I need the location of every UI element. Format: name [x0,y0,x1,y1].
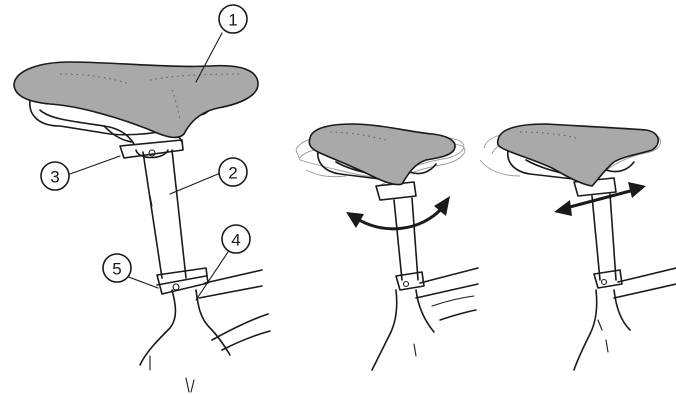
tilt-arrow [346,196,450,229]
frame [140,270,270,392]
callout-2-label: 2 [228,164,237,183]
callout-1: 1 [219,5,247,33]
tilt-adjustment-panel [296,124,478,370]
callout-2: 2 [219,158,247,186]
seatpost [143,150,186,278]
callout-4-label: 4 [231,231,240,250]
fore-aft-arrow [554,182,646,216]
fore-aft-adjustment-panel [480,124,676,370]
callout-3: 3 [41,162,69,190]
callout-3-label: 3 [50,168,59,187]
callout-5: 5 [103,254,131,282]
callout-1-label: 1 [228,11,237,30]
callout-4: 4 [222,225,250,253]
saddle-clamp [120,140,183,158]
saddle [14,62,258,137]
seatpost-clamp [157,268,208,294]
callout-5-label: 5 [112,260,121,279]
